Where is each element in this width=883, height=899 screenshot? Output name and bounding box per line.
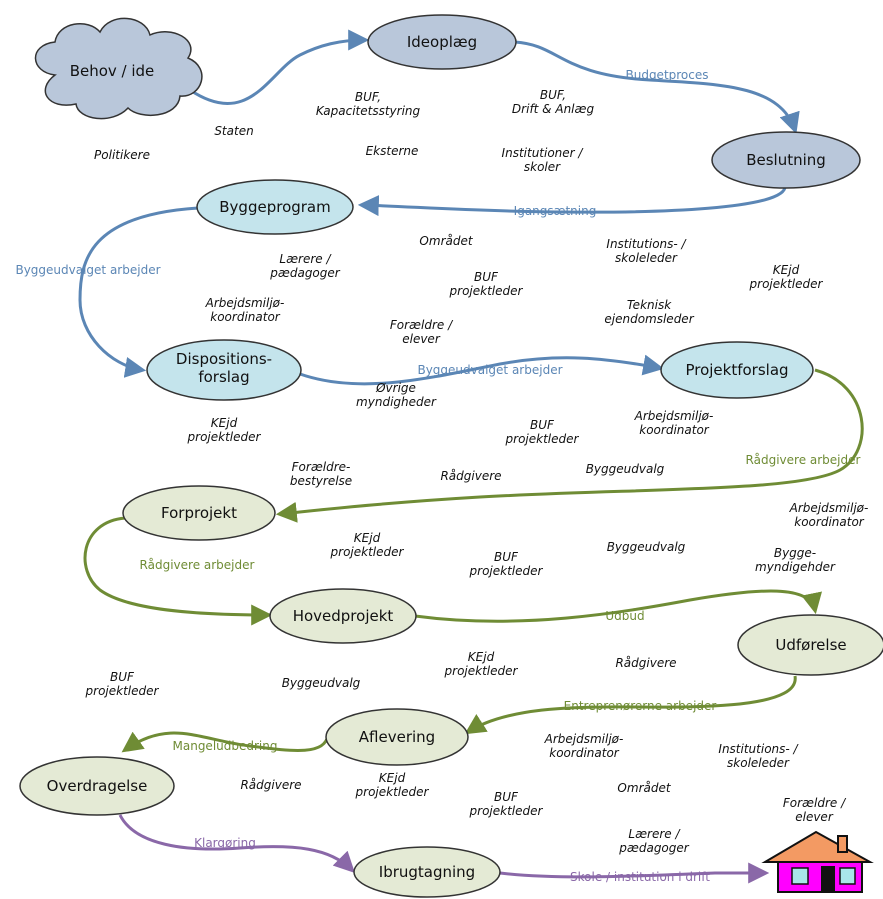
- actor-label: Forældre / elever: [782, 796, 846, 824]
- actor-label: Arbejdsmiljø- koordinator: [789, 501, 869, 529]
- actor-label: BUF projektleder: [85, 670, 159, 698]
- node-ideoplaeg: Ideoplæg: [367, 14, 517, 70]
- actor-label: Institutions- / skoleleder: [718, 742, 798, 770]
- node-udforelse: Udførelse: [737, 614, 883, 676]
- edge-label-raadgivere-left: Rådgivere arbejder: [140, 558, 255, 572]
- node-overdragelse: Overdragelse: [19, 756, 175, 816]
- node-label-ideoplaeg: Ideoplæg: [407, 33, 477, 51]
- house-icon: [761, 830, 874, 893]
- edge-label-budgetproces: Budgetproces: [625, 68, 708, 82]
- edge-forprojekt-hovedprojekt: [83, 516, 273, 626]
- node-label-beslutning: Beslutning: [746, 151, 826, 169]
- actor-label: Arbejdsmiljø- koordinator: [205, 296, 285, 324]
- edge-behov-ideoplaeg: [189, 29, 370, 105]
- actor-label: Byggeudvalg: [585, 462, 665, 476]
- actor-label: Forældre- bestyrelse: [289, 460, 353, 488]
- actor-label: Bygge- myndigehder: [755, 546, 835, 574]
- node-ibrugtagning: Ibrugtagning: [353, 846, 501, 898]
- edge-ideoplaeg-beslutning: [514, 40, 800, 134]
- node-label-hovedprojekt: Hovedprojekt: [293, 607, 394, 625]
- node-label-dispositions-1: Dispositions-: [176, 350, 272, 368]
- actor-label: Byggeudvalg: [281, 676, 361, 690]
- actor-label: Byggeudvalg: [606, 540, 686, 554]
- edge-ibrugtagning-drift: [499, 862, 770, 884]
- edge-udforelse-aflevering: [464, 675, 797, 735]
- node-dispositionsforslag: Dispositions- forslag: [146, 339, 302, 401]
- edge-label-udbud: Udbud: [605, 609, 644, 623]
- actor-label: Lærere / pædagoger: [619, 827, 689, 855]
- node-label-projektforslag: Projektforslag: [685, 361, 788, 379]
- actor-label: BUF, Drift & Anlæg: [511, 88, 595, 116]
- actor-label: Arbejdsmiljø- koordinator: [634, 409, 714, 437]
- edge-hovedprojekt-udforelse: [414, 589, 822, 623]
- actor-label: Staten: [214, 124, 254, 138]
- edge-label-entreprenoererne: Entreprenørerne arbejder: [564, 699, 717, 713]
- edge-label-klargoering: Klargøring: [194, 836, 256, 850]
- node-label-byggeprogram: Byggeprogram: [219, 198, 330, 216]
- actor-label: Forældre / elever: [389, 318, 453, 346]
- actor-label: Institutions- / skoleleder: [606, 237, 686, 265]
- actor-label: Rådgivere: [440, 469, 502, 483]
- node-label-forprojekt: Forprojekt: [161, 504, 237, 522]
- node-forprojekt: Forprojekt: [122, 485, 276, 541]
- edge-label-raadgivere-right: Rådgivere arbejder: [746, 453, 861, 467]
- actor-label: Rådgivere: [615, 656, 677, 670]
- actor-label: KEjd projektleder: [355, 771, 429, 799]
- node-label-dispositions-2: forslag: [198, 368, 249, 386]
- node-projektforslag: Projektforslag: [660, 341, 814, 399]
- actor-label: Området: [419, 234, 473, 248]
- edge-label-byggeudvalget-mid: Byggeudvalget arbejder: [417, 363, 562, 377]
- actor-label: Politikere: [94, 148, 150, 162]
- actor-label: Lærere / pædagoger: [270, 252, 340, 280]
- actor-label: BUF, Kapacitetsstyring: [315, 90, 421, 118]
- node-label-behov: Behov / ide: [70, 62, 155, 80]
- actor-label: Rådgivere: [240, 778, 302, 792]
- actor-label: Teknisk ejendomsleder: [604, 298, 694, 326]
- actor-label: Arbejdsmiljø- koordinator: [544, 732, 624, 760]
- actor-label: BUF projektleder: [469, 550, 543, 578]
- actor-label: Institutioner / skoler: [501, 146, 583, 174]
- node-hovedprojekt: Hovedprojekt: [269, 588, 417, 644]
- edge-aflevering-overdragelse: [121, 731, 330, 753]
- node-byggeprogram: Byggeprogram: [196, 179, 354, 235]
- actor-label: Området: [617, 781, 671, 795]
- actor-label: KEjd projektleder: [749, 263, 823, 291]
- actor-label: KEjd projektleder: [187, 416, 261, 444]
- actor-label: Eksterne: [365, 144, 419, 158]
- edge-beslutning-byggeprogram: [357, 184, 787, 217]
- edge-label-skole-drift: Skole / institution i drift: [570, 870, 710, 884]
- node-behov-ide: Behov / ide: [34, 17, 203, 120]
- actor-label: KEjd projektleder: [444, 650, 518, 678]
- edge-dispositionsforslag-projektforslag: [299, 354, 665, 386]
- edge-overdragelse-ibrugtagning: [118, 814, 355, 873]
- node-label-aflevering: Aflevering: [359, 728, 435, 746]
- node-aflevering: Aflevering: [325, 708, 469, 766]
- node-label-overdragelse: Overdragelse: [47, 777, 148, 795]
- actor-label: BUF projektleder: [505, 418, 579, 446]
- actor-label: KEjd projektleder: [330, 531, 404, 559]
- edge-label-mangeludbedring: Mangeludbedring: [173, 739, 278, 753]
- actor-label: BUF projektleder: [469, 790, 543, 818]
- node-beslutning: Beslutning: [711, 131, 861, 189]
- edge-label-igangsaetning: Igangsætning: [514, 204, 597, 218]
- actor-label: Øvrige myndigheder: [356, 381, 436, 409]
- edge-projektforslag-forprojekt: [275, 368, 864, 523]
- edge-label-byggeudvalget-left: Byggeudvalget arbejder: [15, 263, 160, 277]
- actor-label: BUF projektleder: [449, 270, 523, 298]
- node-label-ibrugtagning: Ibrugtagning: [379, 863, 475, 881]
- node-label-udforelse: Udførelse: [775, 636, 846, 654]
- edge-byggeprogram-dispositionsforslag: [78, 206, 199, 378]
